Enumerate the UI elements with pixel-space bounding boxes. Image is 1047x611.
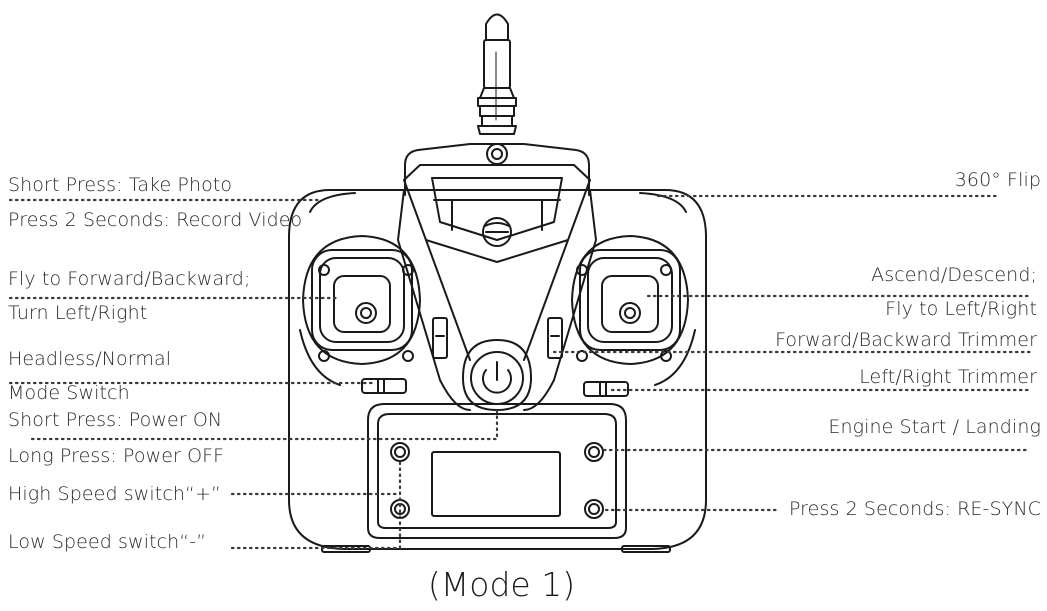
label-engine-start-landing: Engine Start / Landing [828,416,1041,438]
right-stick-housing [571,235,696,386]
label-flip: 360° Flip [954,169,1041,191]
label-mode-switch: Mode Switch [8,382,130,404]
label-left-right-trimmer: Left/Right Trimmer [859,366,1037,388]
label-power-on: Short Press: Power ON [8,409,223,431]
label-low-speed: Low Speed switch“-” [8,531,207,553]
caption: (Mode 1) [427,565,576,604]
antenna [477,13,517,135]
label-fly-left-right: Fly to Left/Right [885,298,1037,320]
label-fly-forward-backward: Fly to Forward/Backward; [8,268,251,290]
label-headless-normal: Headless/Normal [8,348,172,370]
label-take-photo: Short Press: Take Photo [8,174,233,196]
lower-panel [367,403,627,539]
power-button [462,339,532,411]
left-stick-housing [299,235,421,386]
label-ascend-descend: Ascend/Descend; [871,264,1037,286]
leader-lines [8,194,1032,550]
label-record-video: Press 2 Seconds: Record Video [8,209,303,231]
label-turn-left-right: Turn Left/Right [8,302,148,324]
label-forward-backward-trimmer: Forward/Backward Trimmer [775,329,1037,351]
label-power-off: Long Press: Power OFF [8,445,225,467]
controller-body [288,189,707,550]
label-high-speed: High Speed switch“+” [8,483,221,505]
label-resync: Press 2 Seconds: RE-SYNC [788,498,1041,520]
